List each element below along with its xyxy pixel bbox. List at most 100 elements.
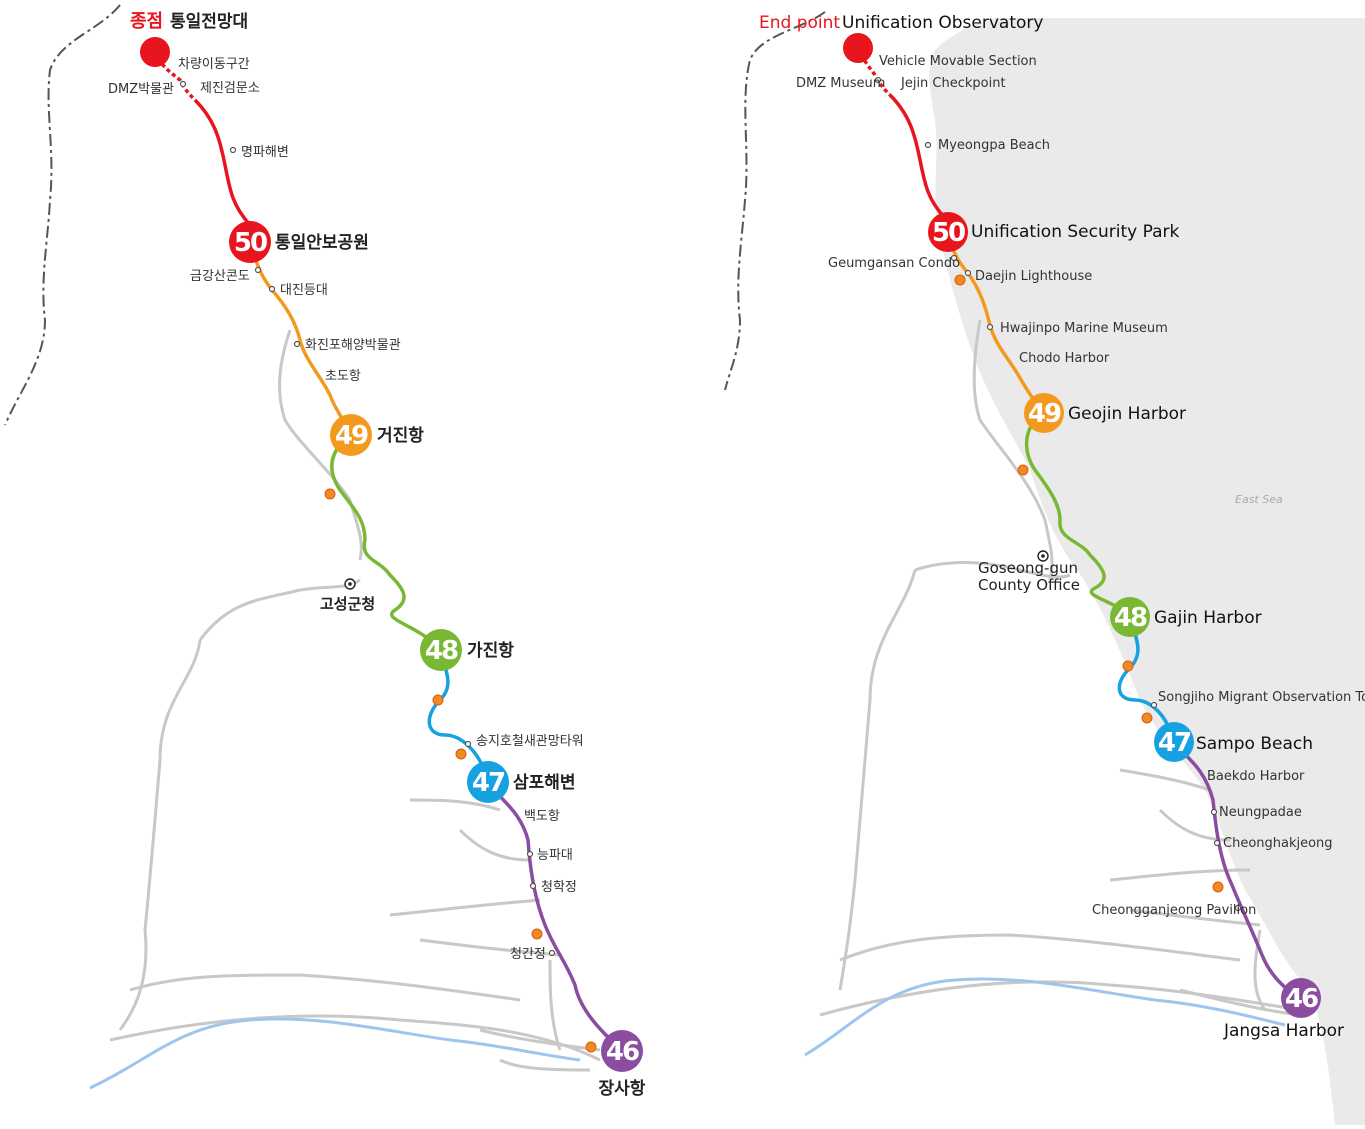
route-segment-purple (1171, 740, 1302, 1000)
label-songjiho-tower: 송지호철새관망타워 (476, 734, 584, 749)
river (804, 977, 1286, 1057)
route-segment-purple (486, 781, 624, 1053)
label-jejin-checkpoint: Jejin Checkpoint (900, 76, 1006, 91)
label-vehicle-section: Vehicle Movable Section (879, 54, 1037, 69)
route-segment-blue (1117, 616, 1175, 743)
station-46-name: 장사항 (599, 1078, 646, 1099)
flower-markers (954, 274, 1224, 893)
end-point-marker (843, 33, 873, 63)
route-segment-green (330, 433, 442, 652)
station-50: 50 Unification Security Park (928, 212, 1179, 252)
label-songjiho-tower: Songjiho Migrant Observation Tower (1158, 690, 1365, 705)
label-cheonghakjeong: 청학정 (541, 880, 577, 895)
station-48-name: 가진항 (467, 640, 514, 661)
stop-songjiho (464, 740, 472, 748)
stop-cheonggan (548, 949, 556, 957)
map-english: East Sea (680, 0, 1365, 1125)
label-jejin-checkpoint: 제진검문소 (200, 81, 260, 96)
flower-marker-icon (954, 274, 966, 286)
label-dmz-museum: DMZ Museum (796, 76, 885, 91)
station-46-number: 46 (1285, 984, 1318, 1014)
station-46-name: Jangsa Harbor (1223, 1021, 1344, 1041)
label-hwajinpo-museum: Hwajinpo Marine Museum (1000, 321, 1168, 336)
flower-marker-icon (455, 748, 467, 760)
flower-marker-icon (585, 1041, 597, 1053)
map-korean: 종점 통일전망대 차량이동구간 DMZ박물관 제진검문소 명파해변 금강산콘도 … (0, 0, 680, 1125)
stop-cheonghak (529, 882, 537, 890)
label-east-sea: East Sea (1235, 493, 1283, 506)
station-49: 49 Geojin Harbor (1024, 393, 1186, 433)
end-point-name: Unification Observatory (842, 13, 1043, 33)
station-50-number: 50 (234, 228, 267, 258)
stop-hwajinpo (293, 340, 301, 348)
label-hwajinpo-museum: 화진포해양박물관 (305, 338, 401, 353)
label-myeongpa-beach: 명파해변 (241, 145, 289, 160)
flower-marker-icon (1212, 881, 1224, 893)
label-neungpadae: 능파대 (537, 848, 573, 863)
label-daejin-lighthouse: 대진등대 (280, 283, 328, 298)
station-47-name: Sampo Beach (1196, 734, 1313, 754)
flower-marker-icon (1122, 660, 1134, 672)
map-korean-canvas: 종점 통일전망대 차량이동구간 DMZ박물관 제진검문소 명파해변 금강산콘도 … (4, 4, 646, 1099)
stop-dmz (874, 76, 882, 84)
station-47: 47 삼포해변 (467, 761, 576, 803)
station-48-number: 48 (1114, 603, 1147, 633)
stop-daejin (268, 285, 276, 293)
station-49-name: Geojin Harbor (1068, 404, 1186, 424)
route-segment-green (1024, 411, 1132, 619)
station-46: 46 Jangsa Harbor (1223, 978, 1344, 1041)
route-segment-blue (427, 649, 490, 783)
station-47-number: 47 (472, 768, 505, 798)
route-segment-vehicle (153, 51, 197, 102)
route-stops (179, 80, 556, 957)
stop-geumgang (950, 254, 958, 262)
route-segment-red (193, 98, 252, 240)
stop-neungpa (1210, 808, 1218, 816)
label-daejin-lighthouse: Daejin Lighthouse (975, 269, 1092, 284)
station-50-number: 50 (932, 218, 965, 248)
end-point-name: 통일전망대 (170, 12, 248, 32)
station-50-name: 통일안보공원 (275, 233, 369, 253)
label-vehicle-section: 차량이동구간 (178, 57, 250, 72)
stop-myeongpa (229, 146, 237, 154)
flower-marker-icon (1017, 464, 1029, 476)
label-dmz-museum: DMZ박물관 (108, 82, 174, 97)
county-office-icon (344, 578, 356, 590)
road-network (109, 329, 601, 1072)
label-baekdo-harbor: 백도항 (524, 809, 560, 824)
stop-hwajinpo (986, 323, 994, 331)
label-cheongganjeong: Cheongganjeong Pavilion (1092, 903, 1256, 918)
label-county-office-line1: Goseong-gun (978, 559, 1078, 577)
stop-neungpa (526, 850, 534, 858)
label-geumgang-condo: 금강산콘도 (190, 269, 250, 284)
station-47-name: 삼포해변 (513, 773, 576, 793)
label-cheongganjeong: 청간정 (510, 947, 546, 962)
map-english-canvas: East Sea (724, 11, 1365, 1125)
route-segment-orange (248, 239, 352, 436)
label-county-office-line2: County Office (978, 576, 1080, 594)
label-myeongpa-beach: Myeongpa Beach (938, 138, 1050, 153)
county-office-icon (1037, 550, 1049, 562)
station-46: 46 장사항 (599, 1030, 646, 1099)
border-line (4, 4, 121, 426)
border-line (724, 11, 826, 391)
label-baekdo-harbor: Baekdo Harbor (1207, 769, 1305, 784)
stop-cheonghak (1213, 839, 1221, 847)
flower-marker-icon (531, 928, 543, 940)
east-sea-area (929, 18, 1365, 1125)
stop-geumgang (254, 266, 262, 274)
station-46-number: 46 (606, 1037, 639, 1067)
stop-myeongpa (924, 141, 932, 149)
label-chodo-harbor: 초도항 (325, 369, 361, 384)
station-49-number: 49 (1028, 399, 1061, 429)
station-50: 50 통일안보공원 (229, 221, 369, 263)
route-segment-red (888, 93, 950, 233)
stop-songjiho (1150, 701, 1158, 709)
station-49-number: 49 (335, 421, 368, 451)
station-49: 49 거진항 (330, 414, 424, 456)
stop-cheonggan (1234, 904, 1242, 912)
label-county-office: 고성군청 (320, 595, 375, 613)
station-47: 47 Sampo Beach (1154, 722, 1313, 762)
route-stops (874, 76, 1242, 912)
station-50-name: Unification Security Park (971, 222, 1179, 242)
